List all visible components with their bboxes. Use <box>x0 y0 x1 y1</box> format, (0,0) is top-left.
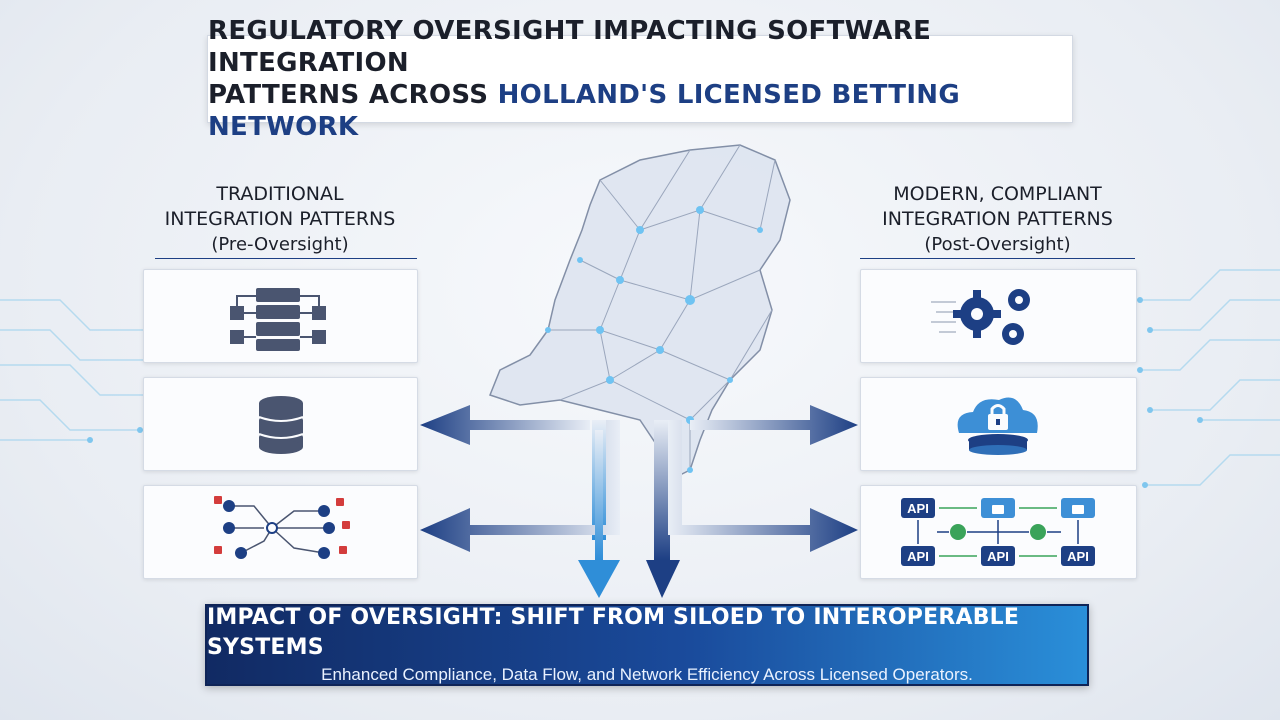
arrow-right-lower <box>668 420 858 552</box>
title-line-2-highlight: HOLLAND'S LICENSED BETTING NETWORK <box>208 80 961 142</box>
title-line-2-prefix: PATTERNS ACROSS <box>208 80 498 110</box>
right-panel-cloud-lock <box>860 377 1137 471</box>
cloud-lock-icon <box>957 397 1038 455</box>
api-lock-grid-icon: API API API API <box>901 498 1095 566</box>
database-icon <box>258 396 304 454</box>
left-heading: TRADITIONAL INTEGRATION PATTERNS (Pre-Ov… <box>145 182 415 257</box>
title-banner: REGULATORY OVERSIGHT IMPACTING SOFTWARE … <box>207 16 1073 142</box>
right-title-line-1: MODERN, COMPLIANT <box>893 183 1102 205</box>
right-heading: MODERN, COMPLIANT INTEGRATION PATTERNS (… <box>860 182 1135 257</box>
arrow-right-upper <box>690 405 858 445</box>
arrow-left-upper <box>420 405 590 445</box>
arrow-down-right <box>646 560 680 598</box>
title-line-1: REGULATORY OVERSIGHT IMPACTING SOFTWARE … <box>208 16 932 78</box>
left-panel-database <box>143 377 418 471</box>
left-panel-server <box>143 269 418 363</box>
api-label-2: API <box>907 549 929 564</box>
right-subtitle: (Post-Oversight) <box>924 234 1071 255</box>
gears-icon <box>931 289 1030 345</box>
right-panel-gears <box>860 269 1137 363</box>
right-title-line-2: INTEGRATION PATTERNS <box>882 208 1113 230</box>
server-stack-icon <box>230 288 326 351</box>
left-heading-rule <box>155 258 417 259</box>
arrow-down-left <box>578 560 620 598</box>
left-title-line-1: TRADITIONAL <box>216 183 344 205</box>
left-subtitle: (Pre-Oversight) <box>211 234 349 255</box>
arrow-left-lower <box>420 420 620 552</box>
left-title-line-2: INTEGRATION PATTERNS <box>164 208 396 230</box>
left-panel-node-network <box>143 485 418 579</box>
api-label-3: API <box>987 549 1009 564</box>
api-label-1: API <box>907 501 929 516</box>
right-heading-rule <box>860 258 1135 259</box>
title-line-2: PATTERNS ACROSS HOLLAND'S LICENSED BETTI… <box>208 79 1072 143</box>
impact-banner: IMPACT OF OVERSIGHT: SHIFT FROM SILOED T… <box>205 604 1089 686</box>
right-panel-api-grid: API API API API <box>860 485 1137 579</box>
node-network-warning-icon <box>214 496 350 559</box>
impact-subtitle: Enhanced Compliance, Data Flow, and Netw… <box>321 665 973 684</box>
impact-title: IMPACT OF OVERSIGHT: SHIFT FROM SILOED T… <box>207 605 1020 660</box>
api-label-4: API <box>1067 549 1089 564</box>
